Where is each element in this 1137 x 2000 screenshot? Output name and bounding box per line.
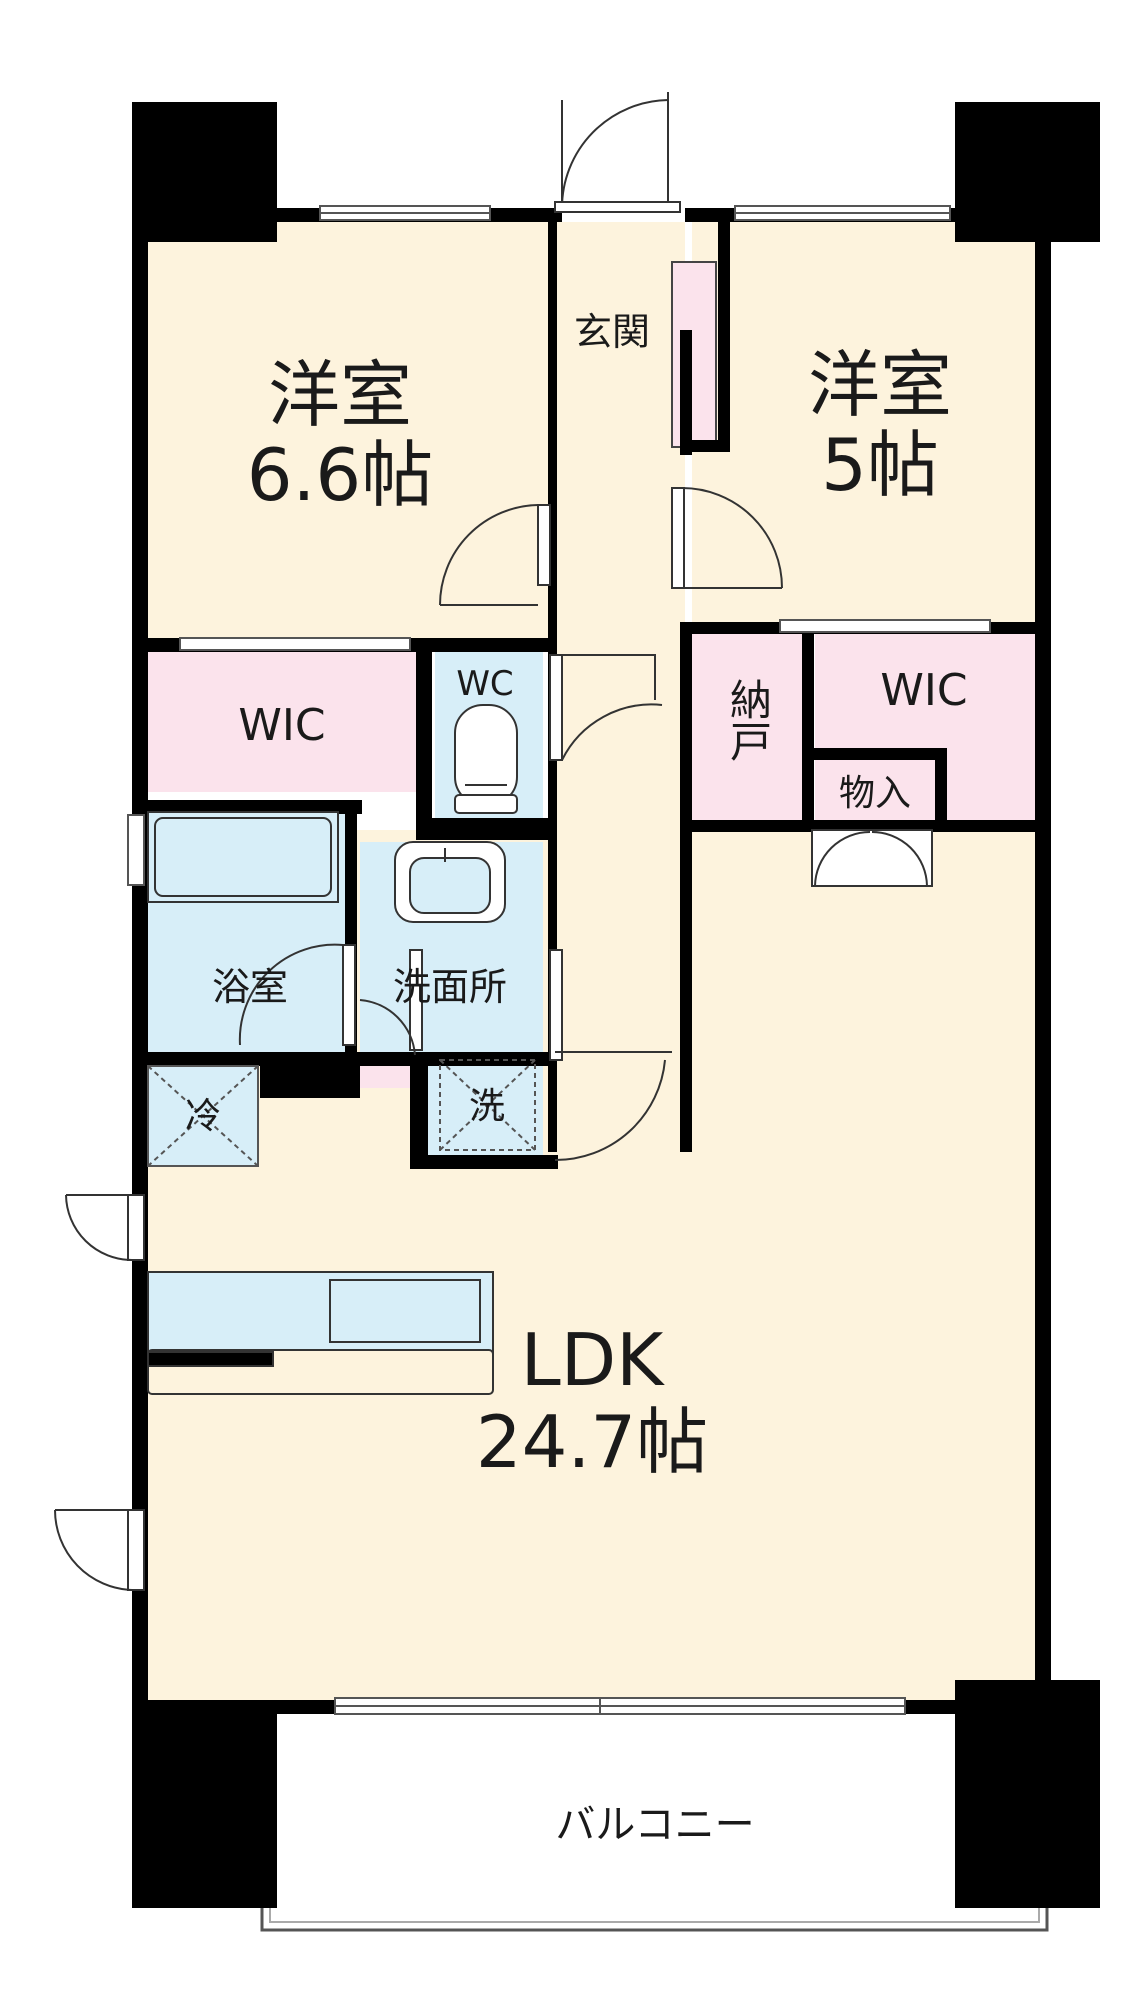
- wic-1-floor: [148, 652, 416, 792]
- bathtub: [147, 811, 339, 903]
- room-labels: 洋室 6.6帖 洋室 5帖 玄関 WIC WIC WC 納戸 物入 浴室 洗面所…: [185, 310, 968, 1848]
- label-wic-1: WIC: [238, 700, 325, 751]
- toilet: [454, 704, 518, 814]
- label-western-2-name: 洋室: [808, 343, 952, 427]
- label-wc: WC: [456, 664, 513, 704]
- washer-pan: [439, 1059, 536, 1151]
- label-western-2-size: 5帖: [821, 423, 939, 507]
- label-closet: 物入: [839, 773, 911, 814]
- label-wic-2: WIC: [880, 665, 967, 716]
- doors[interactable]: [54, 487, 933, 1591]
- window-inner-lines: [320, 212, 950, 1707]
- label-western-1-name: 洋室: [268, 353, 412, 437]
- vanity-sink: [394, 841, 506, 923]
- shoe-cabinet: [671, 261, 717, 448]
- column-bottom-left-block: [132, 1700, 277, 1908]
- kitchen-counter: [147, 1271, 494, 1395]
- storage-floor: [692, 630, 802, 820]
- small-pink-step: [358, 1062, 413, 1088]
- label-entrance: 玄関: [574, 310, 650, 354]
- room-western-1-floor: [148, 222, 548, 647]
- label-ldk-name: LDK: [521, 1318, 666, 1402]
- label-washer: 洗: [469, 1086, 505, 1127]
- room-western-2-floor: [692, 222, 1035, 622]
- label-balcony: バルコニー: [555, 1802, 754, 1848]
- label-ldk-size: 24.7帖: [476, 1400, 708, 1484]
- closet-floor: [815, 760, 940, 820]
- fridge-space: [147, 1065, 259, 1167]
- label-washroom: 洗面所: [393, 965, 507, 1009]
- label-bath: 浴室: [212, 965, 288, 1009]
- column-bottom-right-block: [955, 1680, 1100, 1908]
- label-storage: 納戸: [724, 678, 773, 762]
- label-western-1-size: 6.6帖: [247, 433, 434, 517]
- entry-door[interactable]: [554, 92, 681, 213]
- label-fridge: 冷: [185, 1096, 221, 1137]
- interior-walls: [132, 208, 1051, 1366]
